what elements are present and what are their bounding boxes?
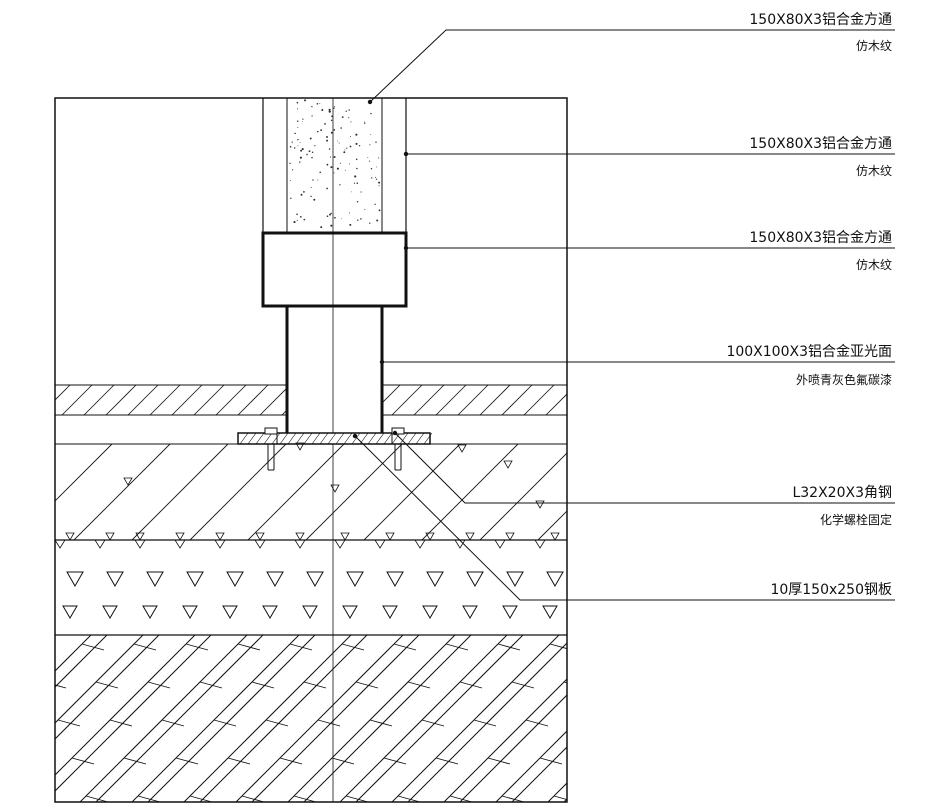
compacted-earth-layer xyxy=(55,635,567,802)
leader-lines xyxy=(354,29,895,601)
label-6-line1: 10厚150x250钢板 xyxy=(770,582,892,598)
plate-hatch xyxy=(239,432,433,445)
label-1-line1: 150X80X3铝合金方通 xyxy=(749,12,892,28)
label-5-line1: L32X20X3角钢 xyxy=(792,485,892,501)
label-2-line2: 仿木纹 xyxy=(856,164,892,178)
gravel-layer xyxy=(54,539,567,636)
angle-steel-bolts xyxy=(264,427,405,471)
upper-aluminum-tube xyxy=(262,98,407,233)
section-frame xyxy=(54,97,568,803)
leader-dots xyxy=(352,99,409,439)
concrete-layer xyxy=(55,442,567,541)
cross-tube-box xyxy=(261,231,408,308)
steel-base-plate xyxy=(237,432,431,445)
label-4-line2: 外喷青灰色氟碳漆 xyxy=(796,373,892,387)
label-5-line2: 化学螺栓固定 xyxy=(820,512,892,527)
label-3-line1: 150X80X3铝合金方通 xyxy=(749,230,892,246)
lower-post xyxy=(285,306,384,433)
label-1-line2: 仿木纹 xyxy=(856,39,892,53)
label-2-line1: 150X80X3铝合金方通 xyxy=(749,136,892,152)
callout-labels: 150X80X3铝合金方通 仿木纹 150X80X3铝合金方通 仿木纹 150X… xyxy=(726,12,892,598)
wood-grain-speckles xyxy=(289,99,381,229)
label-4-line1: 100X100X3铝合金亚光面 xyxy=(726,344,892,360)
label-3-line2: 仿木纹 xyxy=(856,258,892,272)
finish-layer xyxy=(55,384,567,416)
